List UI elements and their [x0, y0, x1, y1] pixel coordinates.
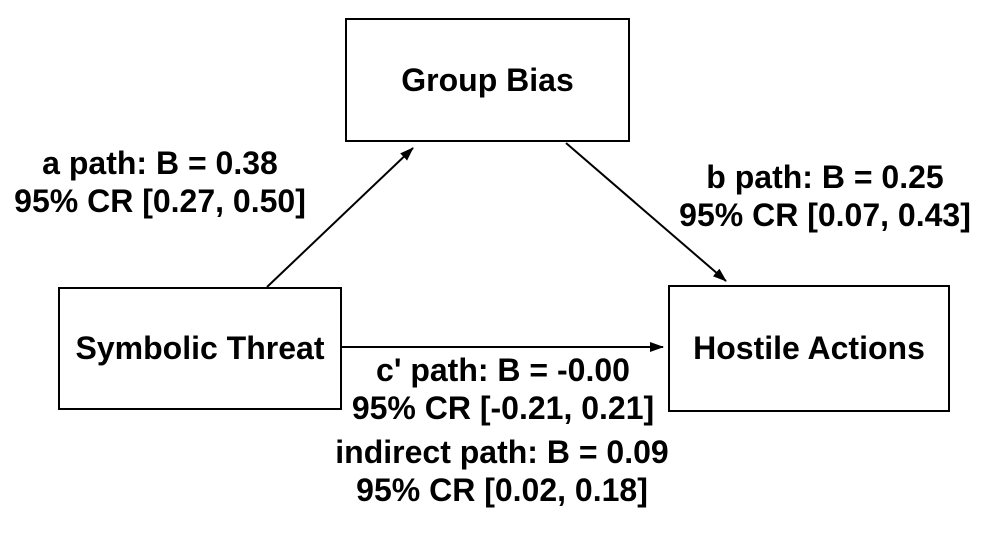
- node-group-bias-label: Group Bias: [401, 61, 574, 98]
- b-path-arrow: [565, 142, 727, 282]
- c-prime-path-label: c' path: B = -0.00 95% CR [-0.21, 0.21]: [352, 351, 654, 427]
- indirect-path-label-line2: 95% CR [0.02, 0.18]: [356, 472, 648, 508]
- b-path-label-line2: 95% CR [0.07, 0.43]: [679, 197, 971, 233]
- b-path-label: b path: B = 0.25 95% CR [0.07, 0.43]: [679, 158, 971, 234]
- a-path-label-line2: 95% CR [0.27, 0.50]: [14, 183, 306, 219]
- a-path-arrow: [266, 147, 414, 288]
- node-symbolic-threat-label: Symbolic Threat: [75, 330, 325, 366]
- c-prime-path-label-line1: c' path: B = -0.00: [376, 352, 630, 388]
- b-path-label-line1: b path: B = 0.25: [706, 159, 944, 195]
- node-hostile-actions: Hostile Actions: [668, 285, 950, 412]
- a-path-label: a path: B = 0.38 95% CR [0.27, 0.50]: [14, 144, 306, 220]
- node-symbolic-threat: Symbolic Threat: [58, 287, 342, 410]
- node-group-bias: Group Bias: [345, 18, 630, 142]
- indirect-path-label-line1: indirect path: B = 0.09: [335, 434, 669, 470]
- a-path-label-line1: a path: B = 0.38: [42, 145, 278, 181]
- c-prime-path-label-line2: 95% CR [-0.21, 0.21]: [351, 390, 655, 426]
- node-hostile-actions-label: Hostile Actions: [693, 330, 925, 366]
- indirect-path-label: indirect path: B = 0.09 95% CR [0.02, 0.…: [335, 433, 668, 509]
